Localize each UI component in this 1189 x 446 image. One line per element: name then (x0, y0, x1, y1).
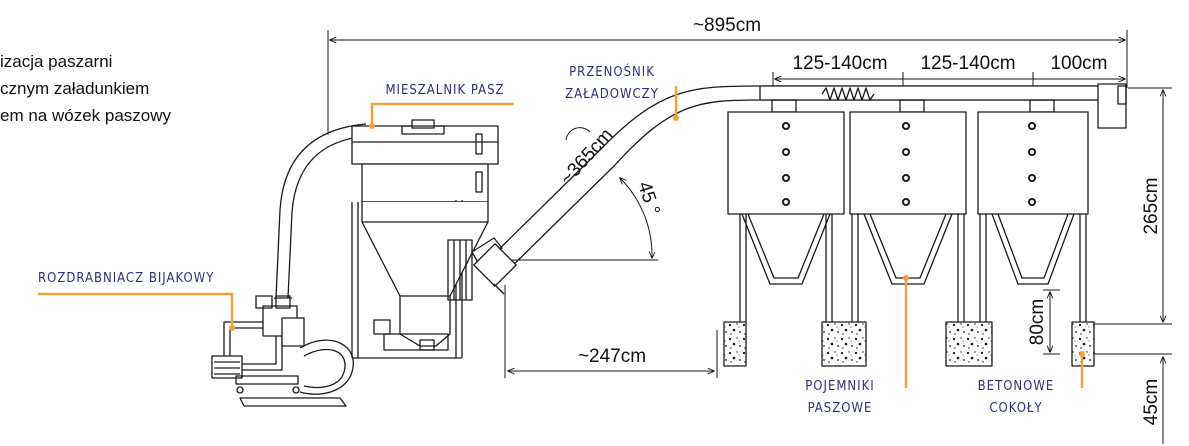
description-line-3: em na wózek paszowy (0, 106, 172, 125)
dimension-lines (327, 30, 1172, 444)
angle-arc (620, 178, 652, 258)
description-line-1: izacja paszarni (0, 52, 113, 71)
feed-mixer (351, 119, 503, 359)
description-line-2: cznym załadunkiem (0, 79, 150, 98)
equipment-drawing (211, 83, 1127, 407)
conveyor-length-text: ~365cm (556, 125, 617, 190)
component-labels: MIESZALNIK PASZ PRZENOŚNIK ZAŁADOWCZY RO… (38, 64, 1055, 416)
spacing-3-text: 100cm (1050, 53, 1107, 74)
hammer-crusher (211, 123, 367, 407)
feed-bin-3 (977, 111, 1089, 322)
concrete-base-3 (945, 321, 993, 367)
feed-bin-2 (849, 111, 967, 322)
spacing-2-text: 125-140cm (920, 53, 1015, 74)
bases-label-1: BETONOWE (978, 379, 1055, 394)
concrete-base-2 (821, 321, 867, 367)
bin-height-text: 265cm (1141, 177, 1162, 234)
horizontal-reach-text: ~247cm (578, 346, 646, 367)
concrete-bases (723, 321, 1095, 367)
crusher-label: ROZDRABNIACZ BIJAKOWY (38, 271, 214, 286)
feed-bins (727, 111, 1089, 322)
spacing-1-text: 125-140cm (792, 53, 887, 74)
feed-bin-1 (727, 111, 845, 322)
installation-description: izacja paszarni cznym załadunkiem em na … (0, 48, 171, 129)
conveyor-label-1: PRZENOŚNIK (569, 64, 655, 80)
mixer-label: MIESZALNIK PASZ (385, 83, 504, 98)
leg-height-text: 80cm (1027, 299, 1048, 345)
concrete-base-1 (723, 321, 747, 367)
leader-lines (38, 86, 1085, 388)
base-height-text: 45cm (1141, 379, 1162, 425)
mixer-leader (370, 102, 514, 126)
bases-label-2: COKOŁY (989, 401, 1042, 416)
conveyor-label-2: ZAŁADOWCZY (565, 87, 659, 102)
bins-label-2: PASZOWE (808, 401, 873, 416)
crusher-leader (38, 292, 234, 328)
total-length-text: ~895cm (693, 15, 761, 36)
bins-label-1: POJEMNIKI (805, 379, 875, 394)
angle-text: 45 ° (633, 179, 663, 218)
